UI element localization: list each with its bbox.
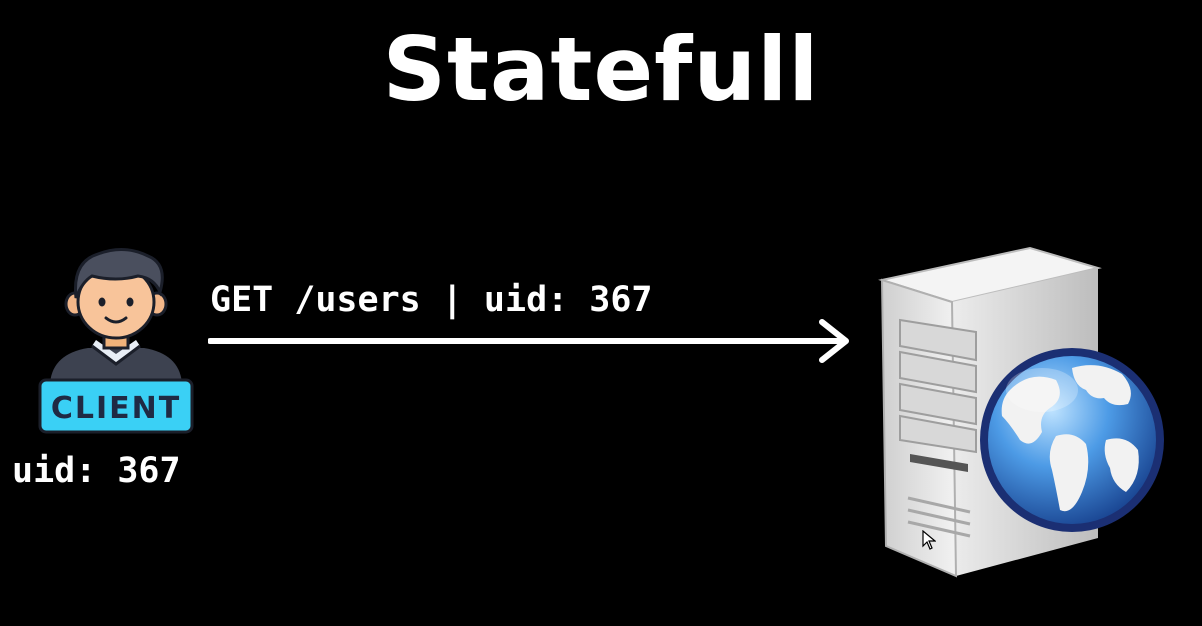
- mouse-cursor-icon: [922, 530, 936, 550]
- client-badge: [38, 378, 194, 434]
- web-server-globe-icon: [878, 246, 1164, 578]
- request-arrow: [208, 319, 849, 363]
- globe-icon: [980, 348, 1164, 532]
- client-uid-label: uid: 367: [12, 451, 181, 491]
- client-badge-label: CLIENT: [51, 391, 181, 426]
- client-figure: CLIENT: [28, 242, 204, 438]
- slide-title: Statefull: [382, 18, 820, 121]
- request-label: GET /users | uid: 367: [210, 280, 653, 320]
- user-avatar-icon: CLIENT: [38, 248, 194, 434]
- drive-bays: [899, 318, 977, 454]
- arrow-head-icon: [819, 319, 849, 363]
